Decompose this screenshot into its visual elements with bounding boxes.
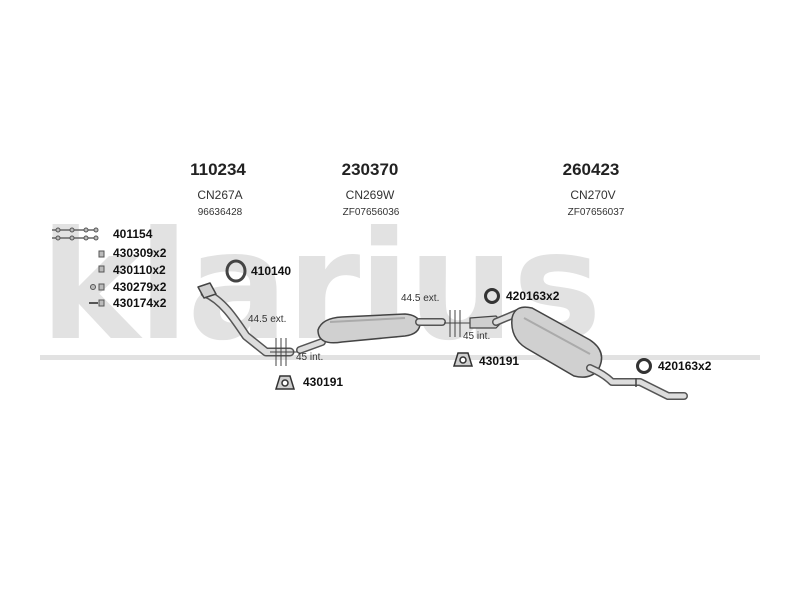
kit-part-number: 430110x2 bbox=[113, 263, 166, 277]
rear-silencer bbox=[492, 306, 688, 400]
section-ref: ZF07656036 bbox=[342, 207, 400, 218]
rubber-mount-icon-left bbox=[274, 375, 296, 390]
mount-part-number: 430191 bbox=[303, 375, 344, 389]
ring-part-number: 420163x2 bbox=[658, 359, 712, 373]
fitting-kit-icons bbox=[52, 227, 105, 307]
rubber-mount-icon-mid bbox=[452, 352, 474, 367]
kit-part-number: 430279x2 bbox=[113, 280, 167, 294]
dimension-int-label: 45 int. bbox=[296, 352, 324, 363]
kit-part-number: 430309x2 bbox=[113, 246, 167, 260]
kit-part-number: 430174x2 bbox=[113, 296, 167, 310]
sealing-ring-icon-bottom bbox=[636, 358, 652, 374]
section-name: CN267A bbox=[197, 188, 243, 202]
gasket-ring-icon bbox=[225, 259, 247, 283]
section-code: 230370 bbox=[341, 160, 399, 179]
mount-part-number: 430191 bbox=[479, 354, 520, 368]
washer-icon bbox=[98, 265, 105, 273]
watermark-underline bbox=[40, 355, 760, 360]
section-ref: 96636428 bbox=[197, 207, 243, 218]
front-pipe bbox=[197, 282, 295, 357]
dimension-ext-label: 44.5 ext. bbox=[401, 293, 440, 304]
section-code: 260423 bbox=[562, 160, 620, 179]
ring-part-number: 420163x2 bbox=[506, 289, 560, 303]
gasket-part-number: 410140 bbox=[251, 264, 292, 278]
section-code: 110234 bbox=[190, 160, 246, 179]
nut-icon bbox=[98, 250, 105, 258]
section-name: CN270V bbox=[570, 188, 616, 202]
dimension-int-label: 45 int. bbox=[463, 331, 491, 342]
middle-silencer bbox=[296, 313, 446, 354]
section-name: CN269W bbox=[345, 188, 395, 202]
bracket-icon bbox=[89, 299, 105, 307]
clamp-icon bbox=[90, 283, 105, 291]
sealing-ring-icon-top bbox=[484, 288, 500, 304]
dimension-ext-label: 44.5 ext. bbox=[248, 314, 287, 325]
kit-part-number: 401154 bbox=[113, 227, 153, 241]
section-ref: ZF07656037 bbox=[567, 207, 625, 218]
bolt-set-icon bbox=[52, 227, 99, 241]
